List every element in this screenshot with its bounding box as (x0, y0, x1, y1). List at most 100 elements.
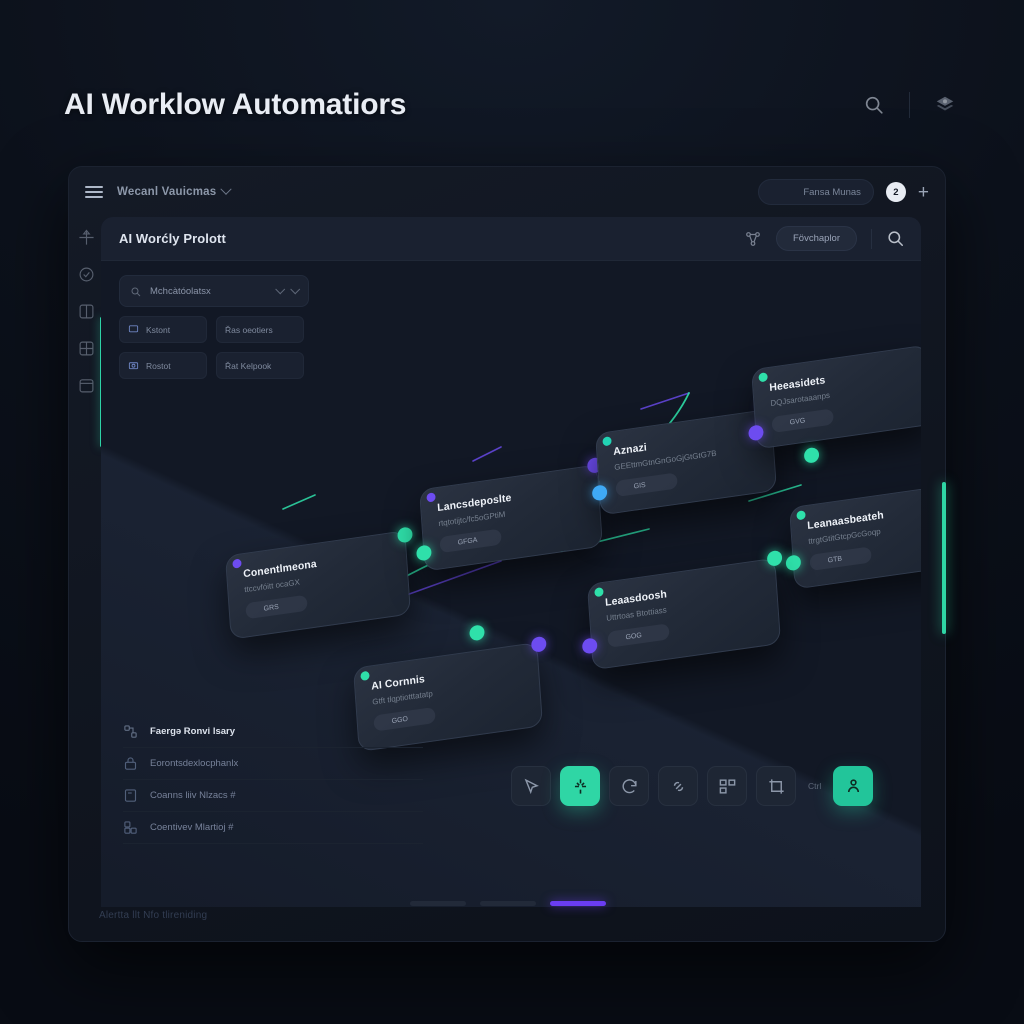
tool-magic[interactable] (560, 766, 600, 806)
control-cell[interactable]: Kstont (119, 316, 207, 343)
node-chip-label: GOG (625, 631, 643, 641)
control-cell-label: Rostot (146, 360, 171, 371)
sidebar-item-grid[interactable] (78, 303, 95, 320)
list-item[interactable]: Eorontsdexlocphanlx (123, 748, 423, 780)
node-port-output[interactable] (530, 635, 547, 653)
control-cell-label: Kstont (146, 324, 171, 335)
list-item-label: Eorontsdexlocphanlx (150, 758, 239, 769)
camera-icon (128, 360, 139, 371)
breadcrumb[interactable]: Wecanl Vauicmas (117, 186, 217, 198)
tool-link[interactable] (658, 766, 698, 806)
panel-header: AI Worćly Prolott Fövchaplor (101, 217, 921, 261)
canvas-controls: Mchcàtóolatsx Kstont Řas oeotiers (119, 275, 309, 379)
pagination-dot[interactable] (480, 901, 536, 906)
page-header: AI Worklow Automatiors (0, 60, 1024, 150)
pagination (69, 901, 945, 906)
pagination-dot[interactable] (410, 901, 466, 906)
node-chip: GTB (796, 510, 872, 572)
node-port-output[interactable] (766, 549, 783, 567)
window-footer: Alertta llt Nfo tlireniding (99, 910, 208, 921)
filter-select[interactable]: Mchcàtóolatsx (119, 275, 309, 307)
node-chip: GVG (758, 372, 834, 434)
node-chip: GOG (594, 586, 670, 648)
node-chip-label: GVG (789, 416, 806, 427)
control-grid: Kstont Řas oeotiers Rostot Řat Ke (119, 316, 309, 379)
chevron-down-icon[interactable] (220, 183, 232, 195)
node-port-output[interactable] (803, 446, 820, 464)
chip-dot (360, 670, 370, 681)
node-chip-label: GRS (263, 603, 279, 613)
list-item[interactable]: Faergə Ronvi lsary (123, 716, 423, 748)
canvas-toolbar: Ctrl (511, 766, 874, 806)
panel-header-actions: Fövchaplor (744, 226, 905, 251)
node-chip: GFGA (426, 492, 502, 554)
list-item[interactable]: Coanns liiv Nlzacs # (123, 780, 423, 812)
list-item[interactable]: Coentivev Mlartioj # (123, 812, 423, 844)
tool-run[interactable] (833, 766, 874, 806)
pagination-dot-active[interactable] (550, 901, 606, 906)
chip-dot (758, 372, 768, 383)
sidebar-item-navigate[interactable] (78, 229, 95, 246)
chevron-down-icon[interactable] (290, 283, 301, 294)
node-chip: GRS (232, 558, 308, 620)
layers-icon[interactable] (932, 92, 958, 118)
node-port-input[interactable] (748, 424, 764, 442)
tool-crop[interactable] (756, 766, 796, 806)
tool-layers[interactable] (707, 766, 747, 806)
toolbar-hint: Ctrl (808, 781, 822, 791)
workflow-node[interactable]: Heeasidets DQJsarotaaanps GVG (748, 344, 921, 464)
workflow-node[interactable]: Leaasdoosh Uttrtoas Btottiass GOG (581, 549, 783, 671)
network-share-icon[interactable] (744, 230, 762, 248)
search-icon[interactable] (861, 92, 887, 118)
tool-refresh[interactable] (609, 766, 649, 806)
node-port-output[interactable] (397, 526, 413, 544)
workflow-node[interactable]: Conentlmeona ttccvfóitt ocaGX GRS (224, 526, 413, 640)
add-button[interactable]: + (917, 181, 929, 203)
panel-divider (871, 228, 872, 249)
page-title: AI Worklow Automatiors (64, 88, 407, 121)
chip-dot (602, 436, 612, 447)
node-chip: GIS (602, 436, 678, 498)
chip-dot (232, 558, 242, 569)
sidebar-item-layout[interactable] (78, 340, 95, 357)
control-cell[interactable]: Rostot (119, 352, 207, 379)
workflow-node[interactable]: Lancsdeposlte rtqtotijtc/fc5oGPtiM GFGA (415, 456, 603, 572)
chip-dot (594, 586, 604, 598)
list-item-label: Coanns liiv Nlzacs # (150, 790, 236, 801)
node-port-input[interactable] (469, 624, 485, 642)
node-port-input[interactable] (581, 637, 598, 655)
panel-title: AI Worćly Prolott (119, 231, 226, 246)
filter-icon (130, 285, 142, 297)
chevron-down-icon[interactable] (275, 283, 286, 294)
hamburger-icon[interactable] (85, 186, 103, 198)
tool-select[interactable] (511, 766, 551, 806)
search-icon[interactable] (886, 229, 905, 248)
document-icon (123, 788, 138, 803)
list-item-label: Coentivev Mlartioj # (150, 822, 234, 833)
workflow-node[interactable]: Leanaasbeateh ttrgtGtitGtcpGcGoqp GTB (785, 482, 921, 590)
window-topbar: Wecanl Vauicmas Fansa Munas 2 + (69, 167, 945, 217)
monitor-icon (128, 324, 139, 335)
sidebar-rail (69, 217, 103, 941)
sidebar-item-activity[interactable] (78, 266, 95, 283)
developer-button[interactable]: Fövchaplor (776, 226, 857, 251)
workflow-node[interactable]: Aznazi GEEttmGtnGnGoGjGtGtG7B GIS (591, 399, 778, 516)
workflow-canvas[interactable]: Mchcàtóolatsx Kstont Řas oeotiers (101, 261, 921, 907)
vertical-scrollbar[interactable] (942, 482, 946, 634)
app-window: Wecanl Vauicmas Fansa Munas 2 + (68, 166, 946, 942)
search-input[interactable]: Fansa Munas (757, 179, 874, 205)
control-cell-label: Řas oeotiers (225, 324, 273, 335)
node-port-input[interactable] (591, 484, 608, 502)
sidebar-item-calendar[interactable] (78, 377, 95, 394)
puzzle-icon (123, 820, 138, 835)
list-item-label: Faergə Ronvi lsary (150, 726, 236, 737)
topbar-actions: Fansa Munas 2 + (757, 179, 929, 205)
node-port-input[interactable] (785, 554, 802, 572)
header-actions (861, 92, 958, 118)
workflow-icon (123, 724, 138, 739)
notification-badge[interactable]: 2 (885, 182, 906, 202)
node-port-input[interactable] (415, 544, 432, 562)
control-cell[interactable]: Řat Kelpook (216, 352, 304, 379)
control-cell[interactable]: Řas oeotiers (216, 316, 304, 343)
